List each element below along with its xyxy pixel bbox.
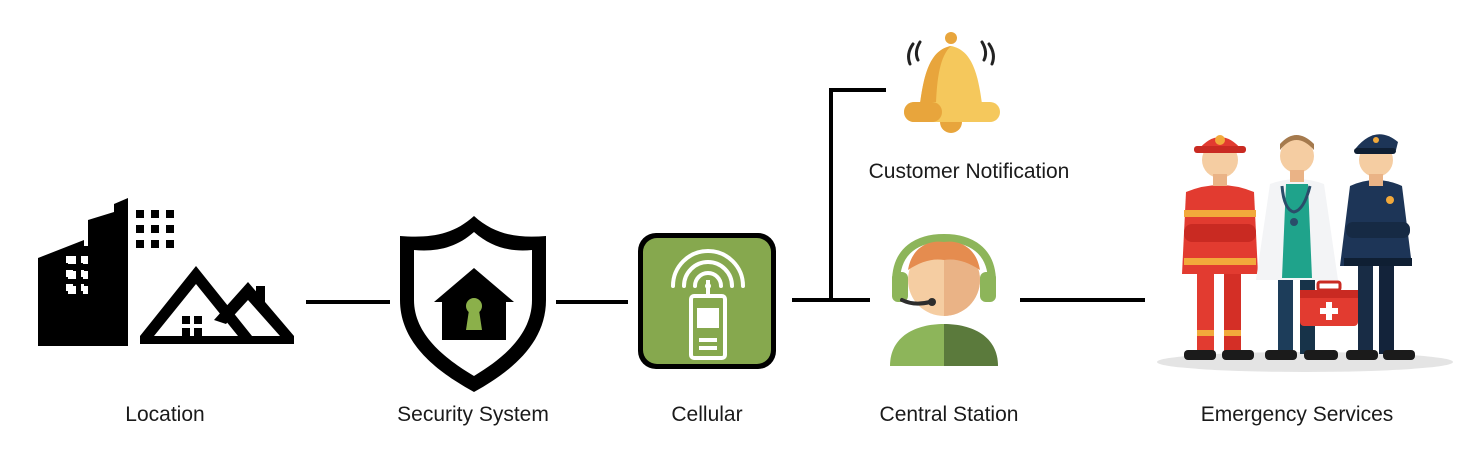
connectors bbox=[306, 88, 1145, 304]
location-label: Location bbox=[125, 403, 205, 426]
location-buildings-icon bbox=[38, 198, 294, 346]
customer-notification-label: Customer Notification bbox=[868, 160, 1070, 183]
cellular-label: Cellular bbox=[671, 403, 743, 426]
police-officer-figure bbox=[1340, 134, 1415, 360]
operator-headset-icon bbox=[890, 233, 998, 366]
cellular-radio-icon bbox=[638, 233, 776, 369]
shield-house-icon bbox=[400, 216, 546, 392]
bell-icon bbox=[904, 32, 1000, 133]
security-system-label: Security System bbox=[397, 403, 549, 426]
central-station-label: Central Station bbox=[879, 403, 1019, 426]
doctor-figure bbox=[1256, 135, 1358, 360]
firefighter-figure bbox=[1182, 135, 1258, 360]
connector-branch-notification bbox=[829, 88, 886, 300]
emergency-services-label: Emergency Services bbox=[1200, 403, 1394, 426]
emergency-responders-icon bbox=[1157, 134, 1453, 372]
